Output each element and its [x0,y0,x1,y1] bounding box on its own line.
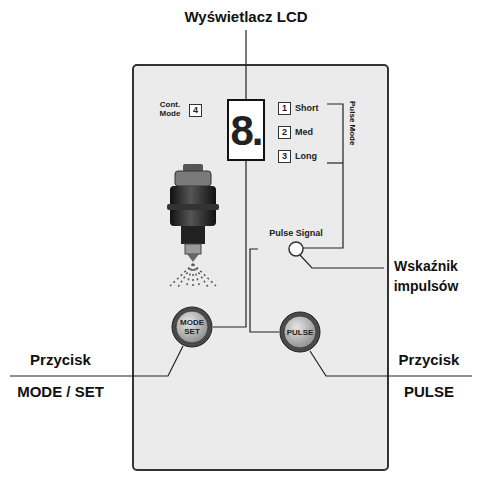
button-text: PULSE [279,311,321,353]
spray-pattern [170,264,216,288]
injector-ring [167,204,219,210]
pulse-indicator: Pulse Signal [258,228,334,258]
mode-bracket [327,162,343,163]
option-number: 1 [278,102,291,115]
mode-set-button: MODE SET [171,306,213,348]
spray-line [178,264,193,287]
connector-wire [250,249,279,332]
callout-label: Przycisk PULSE [384,344,474,408]
injector-tip [185,244,201,254]
injector-nozzle [187,254,199,262]
injector-illustration [167,164,219,288]
mode-option: 1 Short [278,102,328,116]
callout-label: Przycisk MODE / SET [8,344,113,408]
mode-option: 3 Long [278,150,328,164]
option-name: Med [295,127,327,138]
connector-wire [213,161,246,327]
button-rim [172,307,212,347]
option-name: Short [295,103,327,114]
bracket-label: Pulse Mode [347,101,358,145]
lcd-digit: 8. [229,106,263,156]
device-panel [133,65,388,470]
leader-line [300,255,384,268]
callout-label: Wskaźnik impulsów [384,256,468,296]
button-rim [280,312,320,352]
spray-line [193,264,208,287]
indicator-caption: Pulse Signal [258,228,334,239]
spray-line [192,264,194,288]
mode-caption: Cont. Mode [156,100,184,118]
option-number: 3 [278,150,291,163]
mode-number: 4 [189,104,202,117]
button-text: MODE SET [171,306,213,348]
pulse-button: PULSE [279,311,321,353]
spray-line [193,264,216,286]
lcd-display: 8. [227,99,265,161]
mode-indicator: Cont. Mode 4 [156,100,210,122]
indicator-lamp [289,242,303,256]
option-number: 2 [278,126,291,139]
option-name: Long [295,151,327,162]
connector-layer [213,161,279,332]
mode-option: 2 Med [278,126,328,140]
callout-label: Wyświetlacz LCD [146,7,346,27]
injector-neck [181,226,205,244]
injector-connector [175,171,211,186]
spray-line [186,264,193,288]
mode-bracket [303,104,343,248]
leader-line [245,30,246,99]
